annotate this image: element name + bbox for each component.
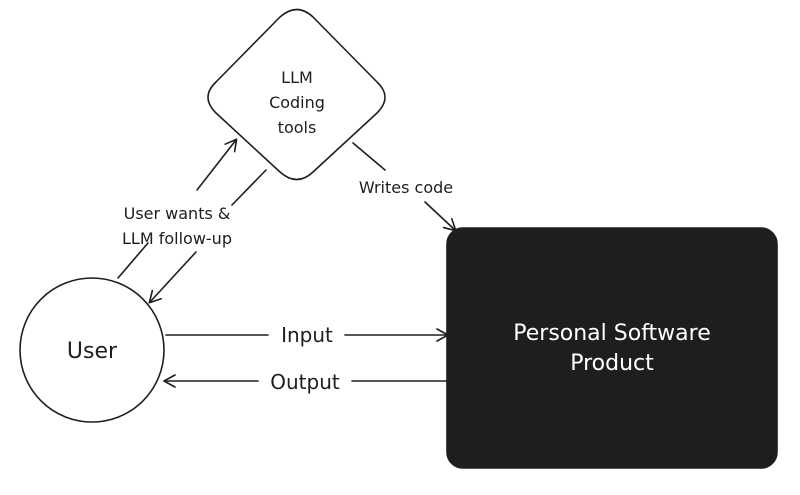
- llm-to-user-edge: [148, 169, 267, 304]
- product-node-line-2: Product: [570, 351, 654, 376]
- output-label: Output: [270, 370, 340, 394]
- product-node-line-1: Personal Software: [513, 321, 711, 346]
- llm-node-line-3: tools: [278, 118, 317, 137]
- personal-software-product-node: Personal Software Product: [446, 227, 778, 469]
- writes-code-edge: Writes code: [352, 142, 457, 232]
- user-wants-line-1: User wants &: [124, 204, 231, 223]
- llm-node-line-1: LLM: [281, 68, 313, 87]
- writes-code-label: Writes code: [359, 178, 453, 197]
- output-edge: Output: [163, 370, 448, 394]
- user-wants-label-group: User wants & LLM follow-up: [122, 204, 232, 248]
- user-to-llm-edge: [117, 138, 238, 279]
- user-node-label: User: [67, 339, 118, 364]
- user-node: User: [19, 277, 165, 423]
- llm-coding-tools-node: LLM Coding tools: [207, 8, 386, 181]
- user-wants-line-2: LLM follow-up: [122, 229, 232, 248]
- input-label: Input: [281, 323, 333, 347]
- input-edge: Input: [165, 323, 449, 347]
- llm-node-line-2: Coding: [269, 93, 325, 112]
